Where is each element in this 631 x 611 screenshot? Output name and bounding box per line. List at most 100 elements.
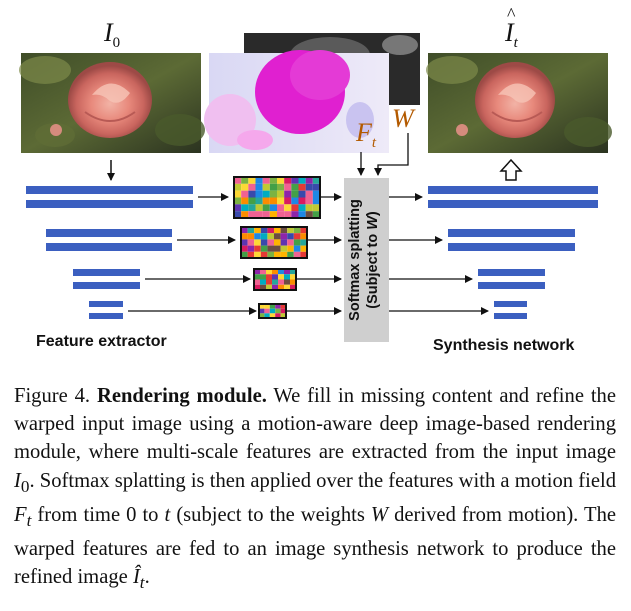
feature-cell [270,177,277,184]
feature-cell [260,274,266,279]
feature-cell [263,191,270,198]
feature-cell [284,177,291,184]
feature-cell [277,204,284,211]
synthesis-network-label: Synthesis network [433,337,574,355]
figure-caption: Figure 4. Rendering module. We fill in m… [14,382,616,598]
feature-cell [241,198,248,205]
synthesis-network [428,186,598,319]
feature-cell [241,191,248,198]
feature-cell [256,177,263,184]
feature-cell [263,198,270,205]
feature-cell [277,198,284,205]
feature-cell [263,184,270,191]
feature-cell [284,280,290,285]
feature-cell [306,177,313,184]
feature-cell [248,246,255,252]
feature-cell [248,233,255,239]
feature-cell [263,211,270,218]
feature-cell [287,239,294,245]
feature-cell [272,274,278,279]
feature-cell [277,211,284,218]
splatting-sublabel: (Subject to W) [365,211,381,309]
feature-cell [313,184,320,191]
feature-map-2 [241,227,307,258]
feature-cell [277,184,284,191]
feature-cell [274,246,281,252]
feature-cell [270,211,277,218]
feature-cell [287,246,294,252]
feature-cell [248,177,255,184]
feature-cell [254,239,261,245]
feature-cell [234,198,241,205]
feature-cell [241,204,248,211]
feature-cell [281,233,288,239]
feature-cell [241,184,248,191]
feature-cell [291,177,298,184]
feature-cell [291,184,298,191]
caption-title: Rendering module. [97,385,267,407]
feature-cell [275,309,280,314]
feature-cell [287,233,294,239]
feature-cell [266,274,272,279]
feature-cell [256,198,263,205]
synthesis-level-3 [478,269,545,276]
feature-cell [281,239,288,245]
feature-cell [254,246,261,252]
feature-cell [256,204,263,211]
feature-cell [254,233,261,239]
feature-cell [234,184,241,191]
feature-extractor [26,186,193,319]
feature-cell [313,211,320,218]
feature-map-3 [254,269,296,290]
feature-cell [270,309,275,314]
feature-cell [261,233,268,239]
feature-cell [248,239,255,245]
feature-extractor-label: Feature extractor [36,333,167,351]
feature-cell [281,246,288,252]
feature-cell [313,204,320,211]
input-rose-image [19,53,205,153]
feature-cell [299,198,306,205]
synthesis-to-output-arrow [501,160,521,180]
rendering-module-diagram: Softmax splatting (Subject to W) [0,0,631,370]
extractor-level-2 [46,229,172,237]
feature-maps [234,177,320,318]
extractor-level-4 [89,301,123,307]
feature-cell [313,198,320,205]
splat-to-synthesis-arrows [389,197,488,311]
output-rose-image [426,53,612,153]
input-image-label: I0 [104,18,120,52]
feature-cell [267,233,274,239]
feature-cell [284,211,291,218]
feature-cell [264,309,269,314]
feature-cell [284,191,291,198]
feature-cell [248,191,255,198]
feature-cell [313,191,320,198]
feature-cell [270,191,277,198]
feature-cell [299,191,306,198]
feature-cell [256,211,263,218]
feature-cell [260,280,266,285]
output-image-label: I^t [505,18,518,52]
feature-cell [306,204,313,211]
feature-cell [241,211,248,218]
feature-cell [291,198,298,205]
feature-cell [278,280,284,285]
weights-label: W [392,104,414,134]
feature-cell [294,239,301,245]
feature-cell [234,191,241,198]
feature-cell [294,233,301,239]
feature-cell [234,177,241,184]
feature-cell [256,191,263,198]
extractor-level-3 [73,269,140,276]
feature-cell [248,211,255,218]
feature-cell [278,274,284,279]
feature-cell [299,177,306,184]
feature-cell [306,198,313,205]
feature-cell [291,204,298,211]
feature-cell [284,184,291,191]
feature-cell [299,184,306,191]
feature-cell [263,204,270,211]
feature-cell [291,211,298,218]
feature-cell [277,177,284,184]
